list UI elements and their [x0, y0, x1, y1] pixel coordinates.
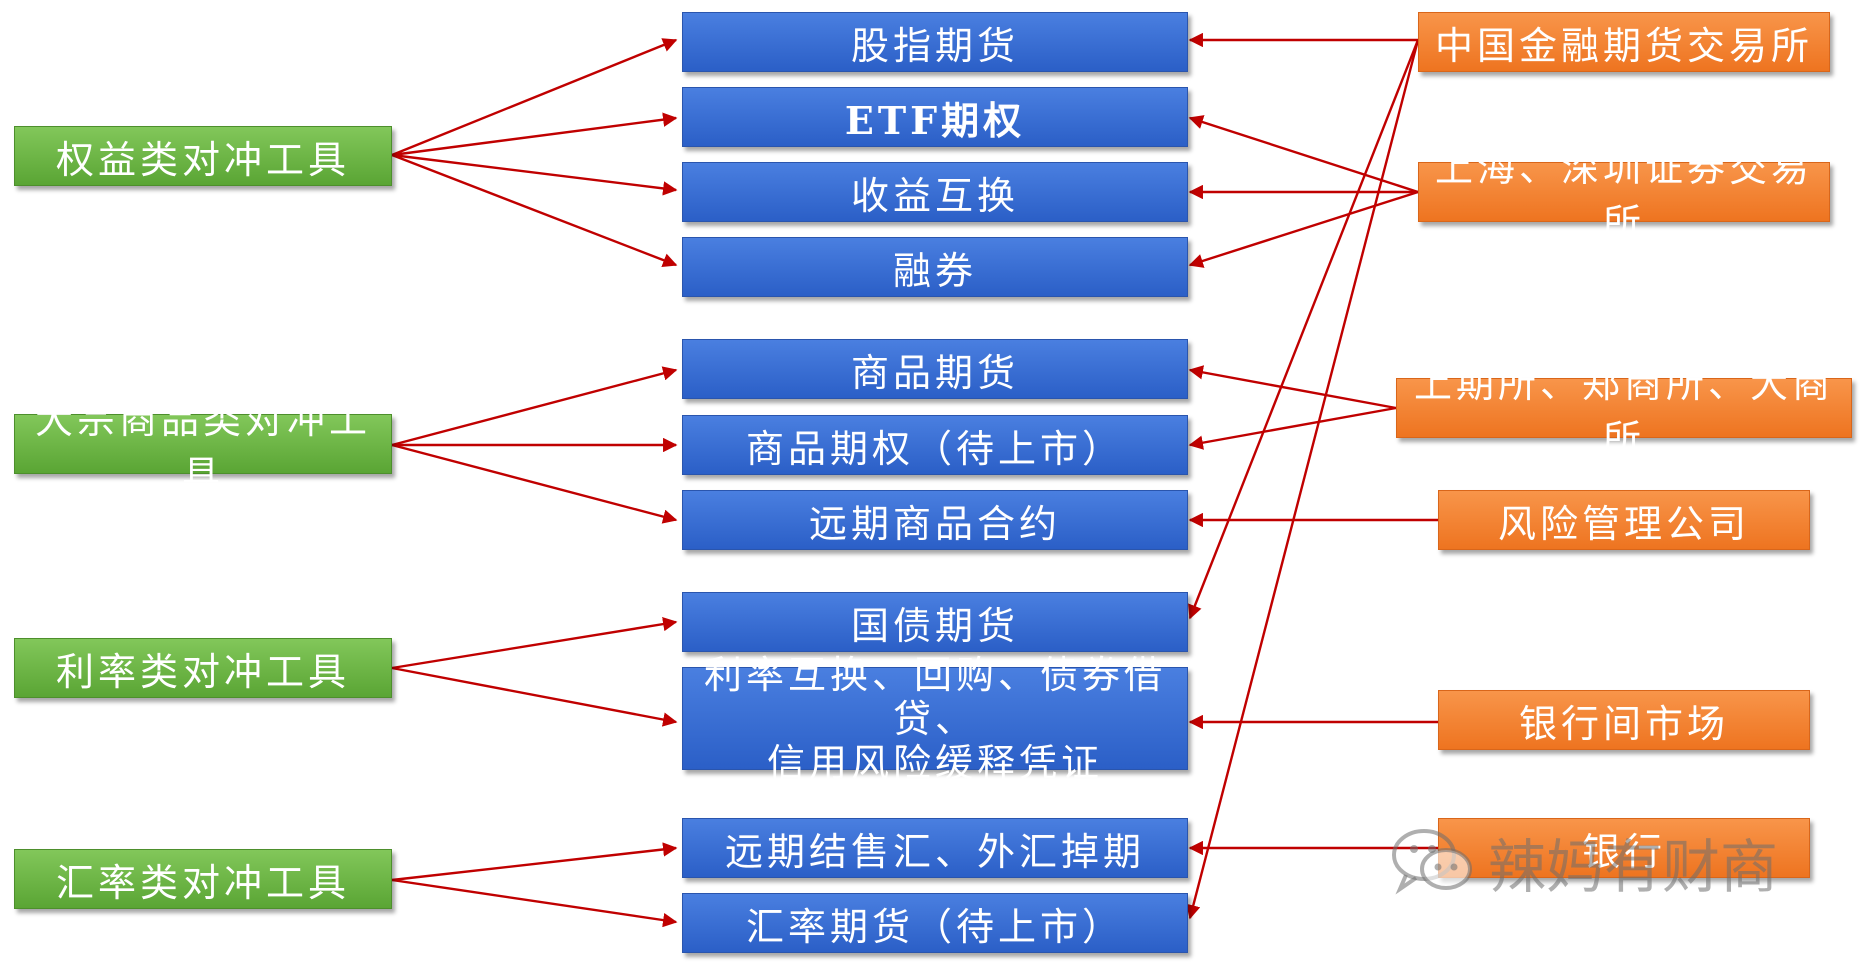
- instrument-bond-futures: 国债期货: [682, 592, 1188, 652]
- watermark: 辣妈有财商: [1390, 820, 1778, 904]
- link-rate-swaps: [391, 666, 678, 727]
- link-equity-return-swap: [391, 153, 678, 196]
- wechat-icon: [1392, 829, 1472, 895]
- venue-interbank-label: 银行间市场: [1518, 701, 1729, 746]
- category-equity-label: 权益类对冲工具: [55, 137, 350, 182]
- instrument-securities-lending-label: 融券: [892, 248, 977, 293]
- instrument-rate-swaps-line2: 信用风险缓释凭证: [766, 740, 1103, 785]
- category-rate: 利率类对冲工具: [14, 638, 392, 698]
- venue-bank: 银行: [1438, 818, 1810, 878]
- category-fx: 汇率类对冲工具: [14, 849, 392, 909]
- venue-bank-label: 银行: [1581, 829, 1666, 874]
- instrument-commodity-forwards-label: 远期商品合约: [808, 501, 1061, 546]
- link-cffex-bond-futures: [1188, 39, 1420, 620]
- venue-cffex: 中国金融期货交易所: [1418, 12, 1830, 72]
- link-shsz-etf-options: [1188, 115, 1419, 194]
- instrument-securities-lending: 融券: [682, 237, 1188, 297]
- instrument-commodity-futures-label: 商品期货: [850, 350, 1019, 395]
- instrument-rate-swaps-line1: 利率互换、回购、债券借贷、: [703, 652, 1166, 741]
- category-rate-label: 利率类对冲工具: [55, 649, 350, 694]
- category-commodity-label: 大宗商品类对冲工具: [34, 398, 371, 497]
- instrument-rate-swaps: 利率互换、回购、债券借贷、 信用风险缓释凭证: [682, 653, 1188, 785]
- category-fx-label: 汇率类对冲工具: [55, 860, 350, 905]
- link-exch-commodity-futures: [1188, 365, 1397, 410]
- link-fx-forward: [391, 842, 678, 882]
- venue-commodity-exchanges-label: 上期所、郑商所、大商所: [1413, 362, 1834, 461]
- venue-sh-sz: 上海、深圳证券交易所: [1418, 146, 1830, 245]
- link-equity-index-futures: [391, 38, 678, 157]
- instrument-return-swap: 收益互换: [682, 162, 1188, 222]
- watermark-text: 辣妈有财商: [1488, 833, 1779, 901]
- category-equity: 权益类对冲工具: [14, 126, 392, 186]
- instrument-commodity-forwards: 远期商品合约: [682, 490, 1188, 550]
- instrument-commodity-options: 商品期权（待上市）: [682, 415, 1188, 475]
- link-commodity-futures: [391, 366, 678, 447]
- link-equity-securities-lending: [391, 153, 678, 268]
- venue-commodity-exchanges: 上期所、郑商所、大商所: [1396, 362, 1852, 461]
- instrument-fx-forward-label: 远期结售汇、外汇掉期: [724, 829, 1145, 874]
- venue-risk-mgmt: 风险管理公司: [1438, 490, 1810, 550]
- instrument-etf-options-label: ETF期权: [844, 97, 1026, 143]
- link-shsz-securities-lending: [1188, 190, 1419, 268]
- instrument-fx-futures: 汇率期货（待上市）: [682, 893, 1188, 953]
- instrument-commodity-futures: 商品期货: [682, 339, 1188, 399]
- venue-risk-mgmt-label: 风险管理公司: [1497, 501, 1750, 546]
- instrument-fx-futures-label: 汇率期货（待上市）: [745, 904, 1124, 949]
- instrument-bond-futures-label: 国债期货: [850, 603, 1019, 648]
- instrument-etf-options: ETF期权: [682, 87, 1188, 147]
- instrument-commodity-options-label: 商品期权（待上市）: [745, 426, 1124, 471]
- venue-cffex-label: 中国金融期货交易所: [1434, 23, 1813, 68]
- instrument-fx-forward: 远期结售汇、外汇掉期: [682, 818, 1188, 878]
- instrument-index-futures: 股指期货: [682, 12, 1188, 72]
- link-cffex-fx-futures: [1186, 39, 1420, 920]
- link-fx-futures: [391, 878, 678, 928]
- link-equity-etf-options: [391, 112, 678, 157]
- link-commodity-forwards: [391, 443, 678, 524]
- link-rate-bond-futures: [391, 616, 678, 670]
- instrument-return-swap-label: 收益互换: [850, 173, 1019, 218]
- venue-interbank: 银行间市场: [1438, 690, 1810, 750]
- venue-sh-sz-label: 上海、深圳证券交易所: [1434, 146, 1813, 245]
- link-exch-commodity-options: [1188, 406, 1397, 450]
- category-commodity: 大宗商品类对冲工具: [14, 398, 392, 497]
- instrument-index-futures-label: 股指期货: [850, 23, 1019, 68]
